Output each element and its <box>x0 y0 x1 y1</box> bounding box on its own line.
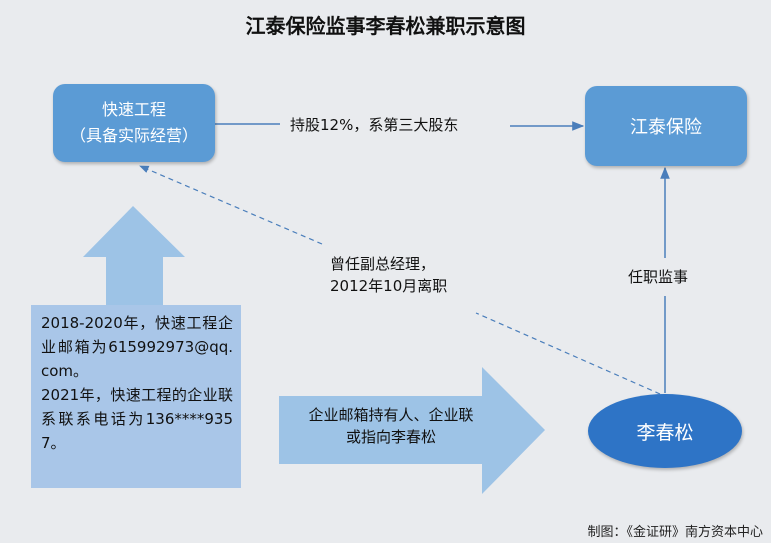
edge-label-former-role: 曾任副总经理， 2012年10月离职 <box>330 253 447 297</box>
former-role-line2: 2012年10月离职 <box>330 277 448 295</box>
big-up-arrow <box>83 206 185 305</box>
evidence-line2: 2021年，快速工程的企业联系联系电话为136****9357。 <box>41 386 233 452</box>
node-jiangtai-baoxian: 江泰保险 <box>585 86 747 166</box>
big-right-arrow <box>279 367 545 494</box>
arrow-text-line2: 或指向李春松 <box>345 428 436 446</box>
edge-label-shareholding: 持股12%，系第三大股东 <box>290 116 459 134</box>
evidence-line1: 2018-2020年，快速工程企业邮箱为615992973@qq.com。 <box>41 314 233 380</box>
arrow-text: 企业邮箱持有人、企业联 或指向李春松 <box>286 404 496 448</box>
node-person-name: 李春松 <box>636 421 694 444</box>
former-arrow <box>139 165 323 245</box>
node-jiangtai-name: 江泰保险 <box>630 117 702 138</box>
node-kuaisu-gongcheng: 快速工程 （具备实际经营） <box>53 84 215 162</box>
former-connector-lower <box>475 312 661 395</box>
node-li-chunsong: 李春松 <box>588 394 742 468</box>
edge-label-supervisor: 任职监事 <box>628 268 689 286</box>
former-role-line1: 曾任副总经理， <box>330 255 436 273</box>
source-credit: 制图：《金证研》南方资本中心 <box>587 525 763 540</box>
node-kuaisu-name: 快速工程 <box>101 100 166 119</box>
arrow-text-line1: 企业邮箱持有人、企业联 <box>308 406 474 424</box>
node-kuaisu-note: （具备实际经营） <box>69 126 198 145</box>
evidence-box: 2018-2020年，快速工程企业邮箱为615992973@qq.com。 20… <box>31 305 241 488</box>
diagram-title: 江泰保险监事李春松兼职示意图 <box>245 14 526 38</box>
